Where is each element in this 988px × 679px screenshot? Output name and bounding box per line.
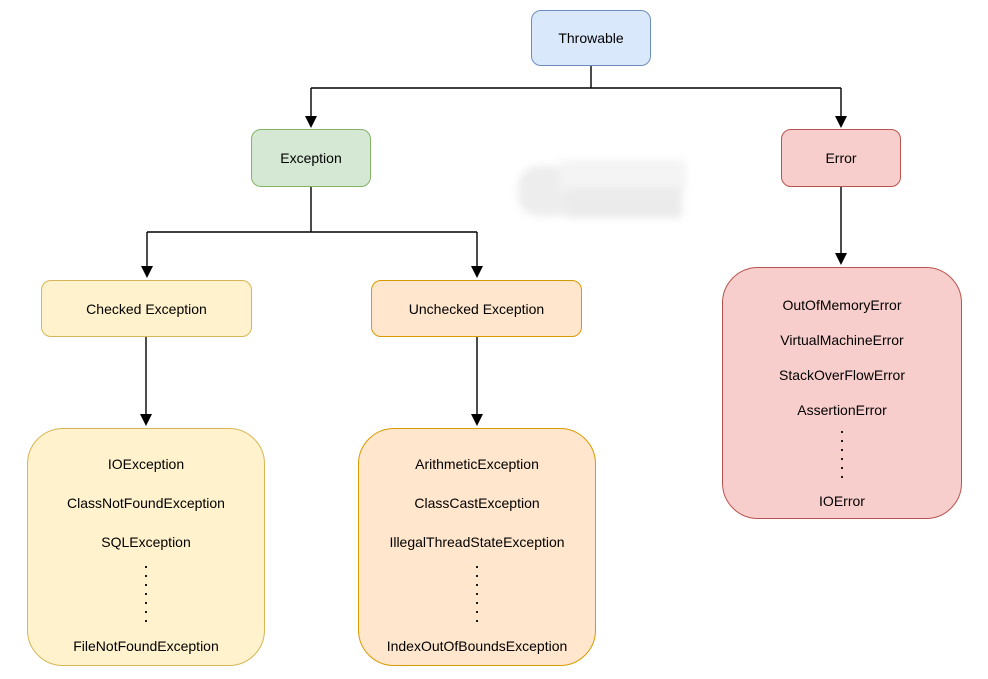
node-throwable-label: Throwable — [558, 30, 624, 46]
list-item: SQLException — [101, 534, 191, 551]
node-error: Error — [781, 129, 901, 187]
node-error-label: Error — [825, 150, 857, 166]
list-item: ClassNotFoundException — [67, 495, 225, 512]
list-item: ArithmeticException — [415, 456, 539, 473]
node-exception: Exception — [251, 129, 371, 187]
node-exception-label: Exception — [280, 150, 342, 166]
list-item: IllegalThreadStateException — [389, 534, 565, 551]
vertical-ellipsis-icon — [841, 431, 843, 480]
vertical-ellipsis-icon — [145, 565, 147, 623]
list-item: IOException — [107, 456, 185, 473]
node-unchecked-exception: Unchecked Exception — [371, 280, 582, 337]
list-item: OutOfMemoryError — [782, 297, 902, 314]
node-throwable: Throwable — [531, 10, 651, 66]
node-unchecked-exception-label: Unchecked Exception — [408, 300, 545, 317]
node-unchecked-exception-list: ArithmeticException ClassCastException I… — [358, 428, 596, 666]
list-item: VirtualMachineError — [780, 332, 904, 349]
list-item: IndexOutOfBoundsException — [386, 637, 568, 654]
node-error-list: OutOfMemoryError VirtualMachineError Sta… — [722, 267, 962, 519]
node-checked-exception: Checked Exception — [41, 280, 252, 337]
node-checked-exception-list: IOException ClassNotFoundException SQLEx… — [27, 428, 265, 666]
list-item: StackOverFlowError — [778, 367, 906, 384]
list-item: ClassCastException — [414, 495, 540, 512]
list-item: FileNotFoundException — [73, 637, 219, 654]
node-checked-exception-label: Checked Exception — [86, 300, 207, 317]
vertical-ellipsis-icon — [476, 565, 478, 623]
list-item: AssertionError — [797, 401, 887, 418]
list-item: IOError — [819, 492, 865, 509]
